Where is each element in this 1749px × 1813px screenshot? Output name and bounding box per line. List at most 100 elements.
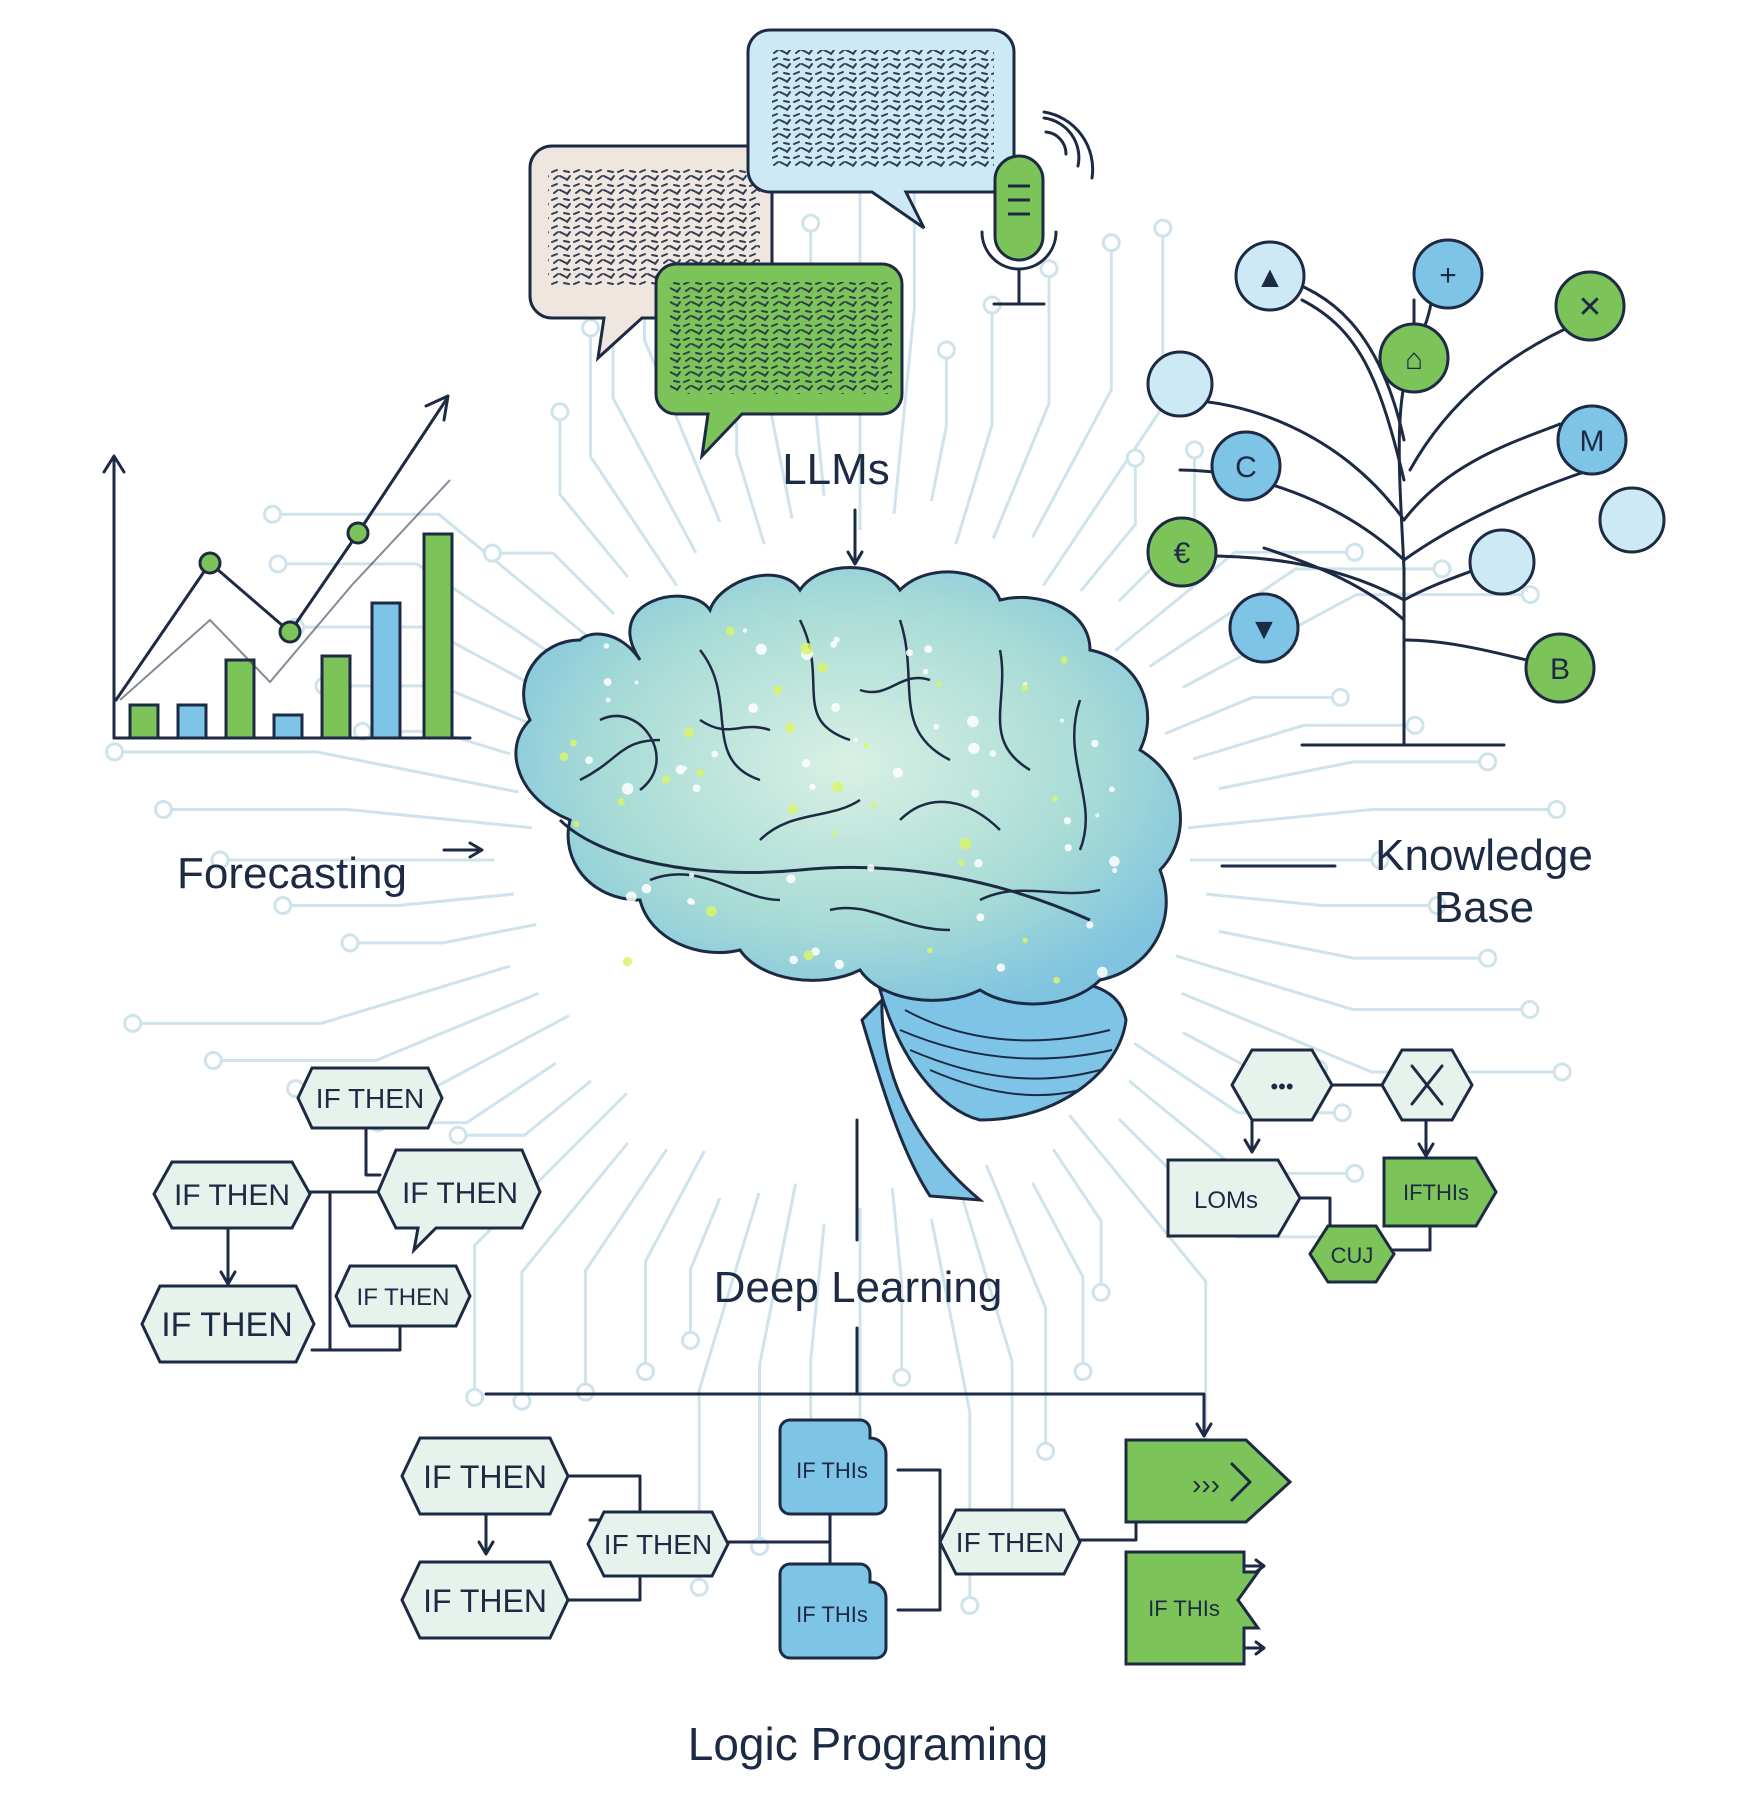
- logic-node-label: IF THIs: [796, 1458, 868, 1483]
- circuit-node: [576, 1382, 595, 1402]
- circuit-trace: [1052, 1148, 1103, 1293]
- brain-sparkle: [967, 715, 979, 728]
- brain-sparkle: [1021, 684, 1029, 692]
- brain-sparkle: [748, 703, 759, 713]
- circuit-trace: [991, 268, 1051, 540]
- brain-sparkle: [803, 950, 814, 961]
- tree-node: C: [1210, 430, 1282, 502]
- brain-sparkle: [834, 959, 844, 970]
- bottom-logic-flowchart: IF THEN IF THEN IF THEN IF THEN IF THIs …: [400, 1418, 1293, 1666]
- brain-sparkle: [1096, 966, 1108, 978]
- brain-sparkle: [644, 965, 654, 975]
- brain-sparkle: [974, 859, 983, 868]
- rule-node: IF THEN: [334, 1264, 472, 1328]
- circuit-node: [801, 213, 821, 233]
- circuit-trace: [1206, 892, 1438, 907]
- logic-node-label: IF THIs: [1148, 1596, 1220, 1621]
- brain-sparkle: [788, 804, 798, 814]
- logic-node-blue: IF THIs: [778, 1562, 888, 1660]
- brain-sparkle: [1063, 817, 1072, 825]
- brain-sparkle: [1059, 718, 1064, 723]
- brain-sparkle: [599, 949, 609, 959]
- circuit-trace: [1182, 593, 1531, 689]
- tree-node: [1598, 486, 1666, 554]
- circuit-trace: [984, 1164, 1048, 1452]
- circuit-node: [1039, 259, 1059, 279]
- circuit-node: [1153, 218, 1173, 238]
- microphone-icon: [980, 110, 1095, 306]
- brain-sparkle: [996, 963, 1006, 972]
- llms-label: LLMs: [782, 445, 890, 494]
- brain-sparkle: [1109, 856, 1120, 867]
- brain-sparkle: [634, 680, 639, 685]
- circuit-trace: [1192, 723, 1415, 761]
- tree-node-glyph: ▲: [1255, 261, 1285, 294]
- brain-sparkle: [922, 668, 929, 675]
- brain-sparkle: [585, 756, 593, 765]
- circuit-trace: [929, 350, 948, 502]
- forecast-bar: [370, 601, 402, 740]
- brain-sparkle: [959, 837, 972, 850]
- tree-node-glyph: ⌂: [1405, 343, 1423, 376]
- circuit-node: [263, 504, 282, 524]
- circuit-trace: [644, 1150, 706, 1372]
- right-flowchart: ••• LOMs IFTHIs CUJ: [1166, 1048, 1498, 1284]
- ifthis-node-label: IFTHIs: [1403, 1180, 1469, 1205]
- brain-sparkle: [832, 781, 843, 793]
- forecasting-chart: [102, 394, 472, 740]
- logic-node-label: IF THIs: [796, 1602, 868, 1627]
- brain-sparkle: [800, 642, 813, 655]
- circuit-trace: [473, 1092, 628, 1398]
- circuit-node: [465, 1387, 485, 1407]
- brain-sparkle: [601, 969, 608, 975]
- circuit-trace: [1148, 567, 1442, 668]
- forecast-bar: [272, 713, 304, 740]
- brain-sparkle: [661, 775, 671, 784]
- knowledge-base-label-line1: Knowledge: [1375, 831, 1593, 880]
- circuit-trace: [282, 892, 514, 907]
- brain-sparkle: [924, 645, 933, 654]
- tree-node: ▼: [1228, 592, 1300, 664]
- forecast-bar: [176, 703, 208, 740]
- brain-sparkle: [692, 784, 701, 793]
- rule-node: IF THEN: [140, 1284, 316, 1364]
- circuit-node: [1091, 1282, 1111, 1302]
- ifthis-node: IFTHIs: [1382, 1156, 1498, 1228]
- brain-sparkle: [786, 874, 796, 884]
- brain-sparkle: [621, 783, 634, 795]
- lom-node-label: LOMs: [1194, 1187, 1258, 1214]
- brain-sparkle: [742, 628, 748, 633]
- circuit-trace: [1175, 954, 1530, 1011]
- tree-node: [1468, 528, 1536, 596]
- tree-node: M: [1556, 404, 1628, 476]
- circuit-node: [636, 1362, 655, 1381]
- brain-sparkle: [831, 702, 841, 712]
- forecast-bar: [128, 703, 160, 740]
- circuit-node: [273, 896, 293, 915]
- brain-sparkle: [603, 678, 612, 686]
- brain-sparkle: [755, 643, 767, 655]
- tree-node: [1146, 350, 1214, 418]
- tree-node: ▲: [1234, 240, 1306, 312]
- circuit-node: [153, 800, 173, 819]
- brain-sparkle: [926, 947, 933, 954]
- tree-node-glyph: C: [1235, 451, 1257, 484]
- brain-sparkle: [689, 872, 695, 878]
- circuit-trace: [213, 991, 540, 1062]
- tree-node: ✕: [1554, 270, 1626, 342]
- logic-node-green: IF THIs: [1124, 1550, 1266, 1666]
- circuit-trace: [350, 922, 537, 945]
- brain-sparkle: [570, 739, 577, 747]
- circuit-node: [1427, 896, 1447, 915]
- circuit-trace: [1180, 991, 1563, 1074]
- brain-sparkle: [622, 957, 633, 967]
- circuit-trace: [492, 551, 615, 615]
- brain-sparkle: [863, 742, 869, 749]
- tree-node-glyph: M: [1580, 425, 1605, 458]
- circuit-node: [340, 933, 360, 953]
- circuit-node: [448, 1125, 468, 1145]
- circuit-node: [203, 1051, 223, 1070]
- logic-node-label: IF THEN: [423, 1583, 547, 1619]
- brain-sparkle: [867, 864, 875, 872]
- logic-node-blue: IF THIs: [778, 1418, 888, 1516]
